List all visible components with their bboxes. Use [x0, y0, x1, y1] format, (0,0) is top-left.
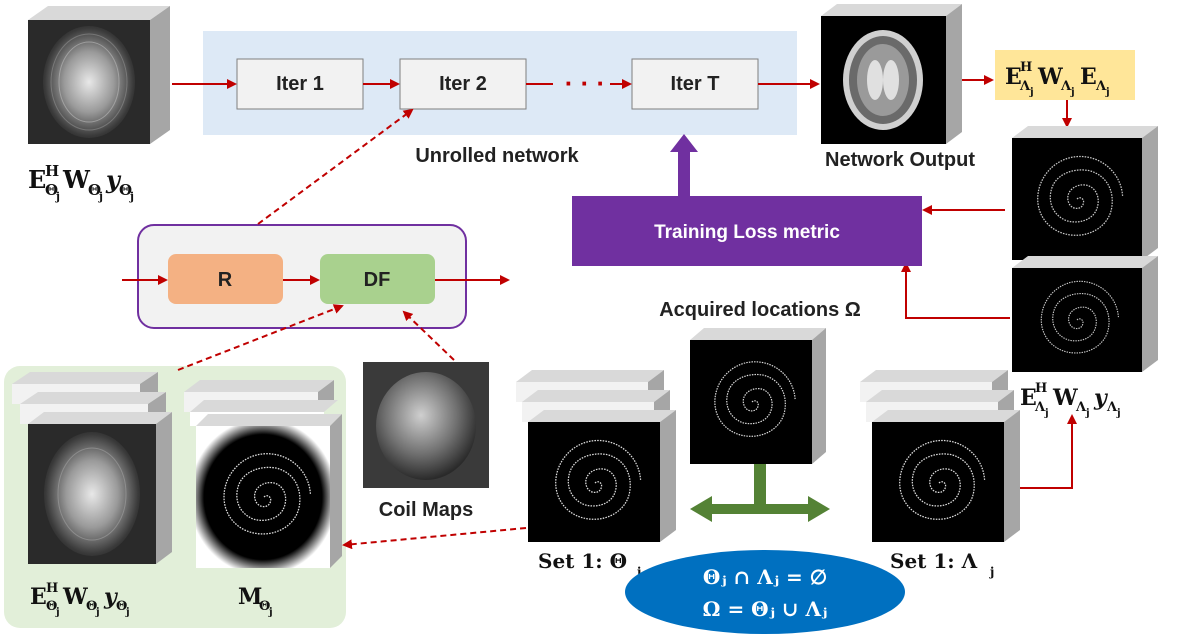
operator-formula: E H Λ j W Λ j E Λ j — [1005, 60, 1110, 98]
dashed-link-to-iter2 — [257, 108, 414, 225]
svg-text:j: j — [98, 190, 103, 203]
svg-text:j: j — [129, 190, 134, 203]
svg-text:Θ: Θ — [88, 181, 101, 199]
svg-text:Λ: Λ — [1106, 400, 1118, 415]
set-relation-ellipse — [625, 550, 905, 634]
svg-text:j: j — [1029, 87, 1034, 98]
set-relation-line1: Θⱼ ∩ Λⱼ = ∅ — [703, 565, 827, 589]
svg-text:j: j — [989, 565, 994, 579]
svg-text:y: y — [105, 165, 122, 194]
svg-text:Λ: Λ — [1095, 79, 1107, 94]
loss-arrow-shaft — [678, 150, 690, 196]
set-relation-line2: Ω = Θⱼ ∪ Λⱼ — [703, 597, 828, 621]
network-output-label: Network Output — [825, 149, 975, 171]
r-box — [168, 254, 283, 304]
svg-text:Θ: Θ — [86, 599, 97, 614]
iter-1-box — [236, 58, 364, 110]
input-formula: E H Θ j W Θ j y Θ j — [28, 162, 134, 203]
green-arrow-right-head — [808, 496, 830, 522]
svg-text:E: E — [30, 584, 47, 610]
svg-text:Θ: Θ — [45, 181, 58, 199]
green-arrow-left-head — [690, 496, 712, 522]
input-image-stack — [12, 372, 172, 564]
df-label: DF — [364, 269, 391, 291]
df-box — [320, 254, 435, 304]
svg-text:Set 1: Θ: Set 1: Θ — [538, 549, 627, 573]
svg-text:y: y — [1093, 385, 1109, 411]
predicted-kspace-cube — [1012, 126, 1158, 260]
svg-text:Λ: Λ — [1060, 79, 1072, 94]
iter-t-box — [631, 58, 759, 110]
svg-text:j: j — [95, 607, 100, 618]
svg-text:j: j — [1044, 408, 1049, 419]
svg-text:j: j — [55, 607, 60, 618]
svg-text:Λ: Λ — [1075, 400, 1087, 415]
svg-text:j: j — [1085, 408, 1090, 419]
svg-text:Λ: Λ — [1034, 400, 1046, 415]
coil-maps-label: Coil Maps — [379, 499, 473, 521]
input-image-cube — [28, 6, 170, 144]
svg-text:Set 1: Λ: Set 1: Λ — [890, 549, 978, 573]
operator-box — [995, 50, 1135, 100]
svg-text:Λ: Λ — [1019, 79, 1031, 94]
training-loss-box — [572, 196, 922, 266]
svg-text:j: j — [268, 607, 273, 618]
iter-2-label: Iter 2 — [439, 73, 487, 95]
svg-text:Θ: Θ — [119, 181, 132, 199]
dashed-theta-to-mask — [342, 527, 527, 550]
svg-text:H: H — [1020, 60, 1032, 75]
mask-image-stack — [184, 380, 342, 568]
training-loss-label: Training Loss metric — [654, 222, 840, 243]
r-label: R — [218, 269, 233, 291]
svg-text:Θ: Θ — [46, 599, 57, 614]
svg-text:E: E — [1005, 64, 1022, 90]
arrow-lambda-to-loss — [901, 262, 1010, 319]
mask-formula: M Θ j — [238, 584, 273, 618]
lambda-formula: E H Λ j W Λ j y Λ j — [1020, 381, 1121, 419]
svg-text:E: E — [1020, 385, 1037, 411]
dashed-coil-to-df — [402, 310, 455, 361]
lambda-kspace-cube — [1012, 256, 1158, 372]
loss-arrow-head — [670, 134, 698, 152]
svg-text:E: E — [28, 165, 46, 194]
svg-text:E: E — [1080, 64, 1097, 90]
svg-text:H: H — [46, 581, 58, 596]
svg-text:W: W — [1052, 385, 1078, 411]
bottom-input-formula: E H Θ j W Θ j y Θ j — [30, 581, 130, 618]
arrow-lambda-to-formula — [1020, 414, 1077, 489]
svg-text:j: j — [636, 565, 641, 579]
lambda-set-stack — [860, 370, 1020, 542]
acquired-kspace-cube — [690, 328, 826, 464]
svg-text:Θ: Θ — [259, 599, 270, 614]
coil-map-image — [363, 362, 489, 488]
svg-text:j: j — [55, 190, 60, 203]
theta-set-stack — [516, 370, 676, 542]
iter-1-label: Iter 1 — [276, 73, 324, 95]
svg-text:M: M — [238, 584, 262, 610]
svg-text:j: j — [1070, 87, 1075, 98]
svg-text:W: W — [62, 584, 88, 610]
svg-text:y: y — [103, 584, 119, 610]
green-arrow-bar — [708, 504, 812, 514]
iter-t-label: Iter T — [671, 73, 720, 95]
svg-text:Θ: Θ — [116, 599, 127, 614]
svg-text:j: j — [1105, 87, 1110, 98]
set-lambda-label: Set 1: Λ j — [890, 549, 994, 579]
svg-text:j: j — [125, 607, 130, 618]
svg-text:W: W — [1037, 64, 1063, 90]
svg-text:H: H — [1035, 381, 1047, 396]
svg-text:H: H — [45, 162, 59, 180]
acquired-locations-label: Acquired locations Ω — [659, 299, 861, 321]
set-theta-label: Set 1: Θ j — [538, 549, 641, 579]
iter-ellipsis: · · · — [565, 68, 605, 98]
network-output-cube — [821, 4, 962, 144]
iter-2-box — [399, 58, 527, 110]
unrolled-network-label: Unrolled network — [415, 145, 579, 167]
svg-text:j: j — [1116, 408, 1121, 419]
svg-text:W: W — [62, 165, 91, 194]
green-arrow-stem — [754, 464, 766, 508]
